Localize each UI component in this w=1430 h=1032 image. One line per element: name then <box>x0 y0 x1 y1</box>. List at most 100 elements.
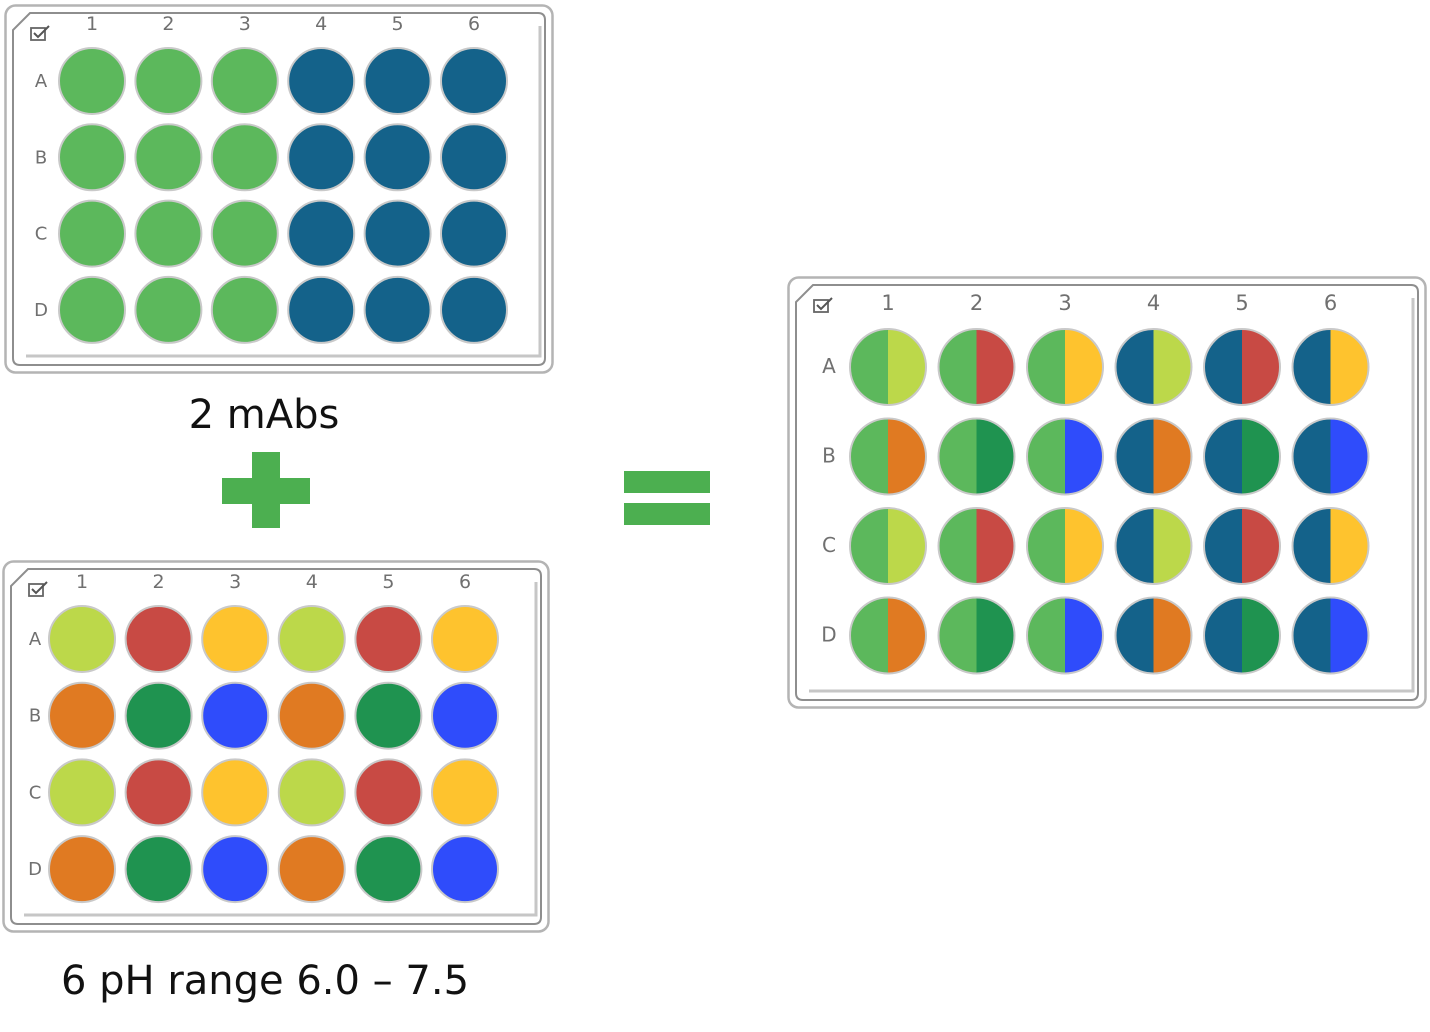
split-well <box>1026 328 1104 406</box>
well-left-half <box>1027 597 1065 674</box>
row-label: C <box>822 533 836 557</box>
well <box>287 199 356 268</box>
well <box>210 199 279 268</box>
well <box>134 123 203 192</box>
well <box>134 275 203 344</box>
well-left-half <box>850 508 888 584</box>
well <box>48 681 116 750</box>
well-right-half <box>1065 418 1103 495</box>
well <box>440 123 508 192</box>
well-left-half <box>1115 508 1154 584</box>
well-rim <box>849 596 927 675</box>
well-left-half <box>938 418 977 495</box>
well-rim <box>1291 417 1370 496</box>
well-rim <box>849 328 927 406</box>
well-rim <box>937 596 1016 675</box>
plate-skirt <box>12 12 546 366</box>
split-well <box>937 596 1016 675</box>
well <box>363 47 432 115</box>
plate-skirt <box>10 568 542 925</box>
column-label: 2 <box>970 291 983 315</box>
well-right-half <box>1153 508 1192 584</box>
well-rim <box>937 507 1016 585</box>
split-well <box>1114 328 1193 406</box>
well-right-half <box>1330 508 1369 584</box>
well-rim <box>1026 328 1104 406</box>
well <box>201 605 270 673</box>
split-well <box>1114 417 1193 496</box>
well-rim <box>1026 507 1104 585</box>
split-well <box>1203 328 1281 406</box>
well <box>124 758 193 827</box>
row-label: D <box>821 623 836 647</box>
well-right-half <box>1242 508 1280 584</box>
well-rim <box>1291 328 1370 406</box>
plus-icon <box>222 452 310 532</box>
well-right-half <box>1153 329 1192 405</box>
well-rim <box>1114 507 1193 585</box>
row-label: B <box>35 147 47 168</box>
well <box>354 758 423 827</box>
well-right-half <box>1065 597 1103 674</box>
plate-corner-icon <box>30 25 50 41</box>
split-well <box>1203 596 1281 675</box>
split-well <box>1026 417 1104 496</box>
well-right-half <box>1242 597 1280 674</box>
well-left-half <box>938 329 977 405</box>
well-right-half <box>888 418 926 495</box>
equals-icon <box>624 471 710 529</box>
column-label: 3 <box>239 13 251 35</box>
row-label: B <box>29 706 41 727</box>
row-label: A <box>35 71 48 92</box>
split-well <box>1026 507 1104 585</box>
well <box>210 47 279 115</box>
row-label: C <box>29 782 42 803</box>
well <box>277 758 346 827</box>
well-left-half <box>1027 508 1065 584</box>
well-right-half <box>1330 418 1369 495</box>
well <box>124 681 193 750</box>
well-rim <box>1203 596 1281 675</box>
well <box>58 275 126 344</box>
well <box>201 835 270 904</box>
well <box>363 123 432 192</box>
well-rim <box>937 328 1016 406</box>
well-left-half <box>1027 418 1065 495</box>
well-left-half <box>1115 418 1154 495</box>
row-label: A <box>29 629 42 650</box>
column-label: 4 <box>315 13 327 35</box>
column-label: 6 <box>468 13 480 35</box>
well-right-half <box>888 508 926 584</box>
plate-corner-icon <box>28 581 48 597</box>
well <box>354 681 423 750</box>
well <box>48 758 116 827</box>
well <box>48 605 116 673</box>
well-right-half <box>888 597 926 674</box>
column-label: 3 <box>1058 291 1071 315</box>
well-right-half <box>976 329 1015 405</box>
well <box>277 605 346 673</box>
well <box>354 835 423 904</box>
split-well <box>937 417 1016 496</box>
mab-plate-caption: 2 mAbs <box>188 392 340 438</box>
well-right-half <box>1242 329 1280 405</box>
well-right-half <box>1330 329 1369 405</box>
column-label: 6 <box>459 571 471 593</box>
row-label: D <box>28 859 42 880</box>
well-rim <box>1026 417 1104 496</box>
well-rim <box>1203 507 1281 585</box>
well-left-half <box>938 508 977 584</box>
well-right-half <box>976 508 1015 584</box>
column-label: 1 <box>76 571 88 593</box>
well-left-half <box>1204 329 1242 405</box>
well <box>363 199 432 268</box>
plate-corner-icon <box>813 297 833 313</box>
split-well <box>1114 507 1193 585</box>
well-right-half <box>976 418 1015 495</box>
split-well <box>1291 328 1370 406</box>
well <box>277 835 346 904</box>
split-well <box>1291 596 1370 675</box>
